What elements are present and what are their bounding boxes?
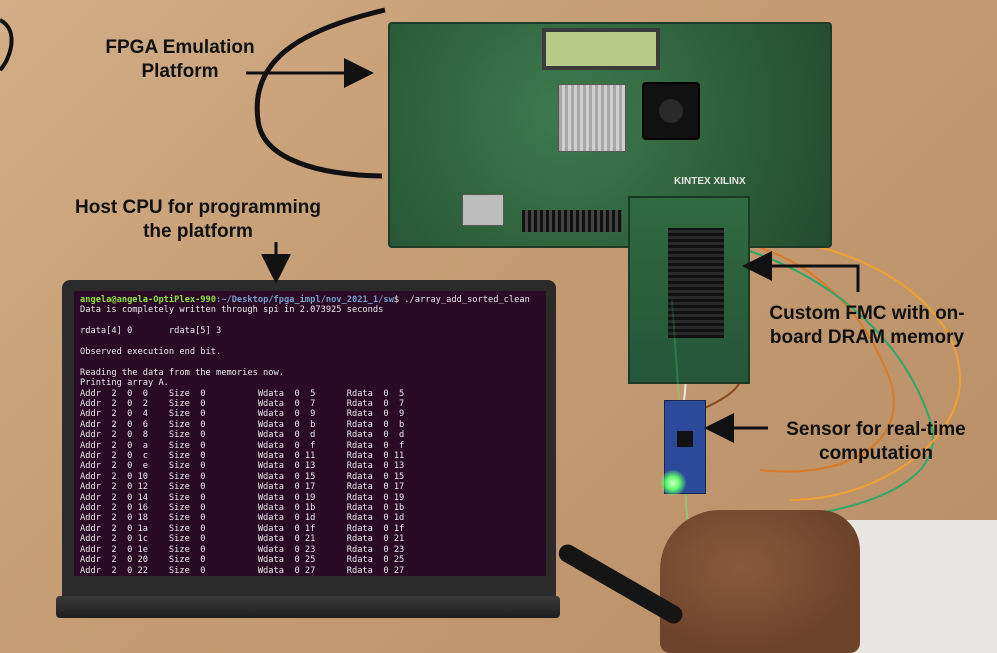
terminal-line: Addr 2 0 10 Size 0 Wdata 0 15 Rdata 0 15 bbox=[80, 471, 405, 482]
laptop-base bbox=[56, 596, 560, 618]
terminal-line: Addr 2 0 a Size 0 Wdata 0 f Rdata 0 f bbox=[80, 440, 405, 451]
fpga-brand-text: KINTEX XILINX bbox=[674, 176, 746, 187]
fmc-pin-header bbox=[668, 228, 724, 338]
label-sensor: Sensor for real-time computation bbox=[764, 418, 988, 466]
terminal-line: Data is completely written through spi i… bbox=[80, 305, 384, 316]
custom-fmc-board bbox=[628, 196, 750, 384]
fpga-board: KINTEX XILINX bbox=[388, 22, 832, 248]
terminal-line: Addr 2 0 1e Size 0 Wdata 0 23 Rdata 0 23 bbox=[80, 544, 405, 555]
label-fpga-line2: Platform bbox=[141, 61, 219, 82]
fpga-chip-label: KINTEX bbox=[674, 176, 711, 187]
terminal-line: Printing array A. bbox=[80, 378, 169, 389]
heatsink bbox=[558, 84, 626, 152]
label-custom-fmc: Custom FMC with on- board DRAM memory bbox=[748, 302, 986, 350]
terminal-line: rdata[4] 0 rdata[5] 3 bbox=[80, 326, 222, 337]
terminal-line: Addr 2 0 1c Size 0 Wdata 0 21 Rdata 0 21 bbox=[80, 534, 405, 545]
terminal-prompt: angela@angela-OptiPlex-990:~/Desktop/fpg… bbox=[80, 295, 540, 305]
terminal-line: Addr 2 0 6 Size 0 Wdata 0 b Rdata 0 b bbox=[80, 419, 405, 430]
terminal-window[interactable]: angela@angela-OptiPlex-990:~/Desktop/fpg… bbox=[74, 291, 546, 576]
label-host-line1: Host CPU for programming bbox=[75, 197, 321, 218]
prompt-path: :~/Desktop/fpga_impl/nov_2021_1/sw bbox=[216, 295, 394, 305]
terminal-line: Addr 2 0 14 Size 0 Wdata 0 19 Rdata 0 19 bbox=[80, 492, 405, 503]
terminal-line: Addr 2 0 0 Size 0 Wdata 0 5 Rdata 0 5 bbox=[80, 388, 405, 399]
terminal-line: Addr 2 0 18 Size 0 Wdata 0 1d Rdata 0 1d bbox=[80, 513, 405, 524]
terminal-output: Data is completely written through spi i… bbox=[80, 305, 540, 576]
terminal-line: Addr 2 0 1a Size 0 Wdata 0 1f Rdata 0 1f bbox=[80, 523, 405, 534]
terminal-line: Reading the data from the memories now. bbox=[80, 367, 284, 378]
label-fpga-line1: FPGA Emulation bbox=[105, 37, 255, 58]
arrow-fmc bbox=[742, 251, 860, 292]
label-fmc-line2: board DRAM memory bbox=[769, 327, 965, 348]
terminal-line: Addr 2 0 20 Size 0 Wdata 0 25 Rdata 0 25 bbox=[80, 555, 405, 566]
green-led bbox=[660, 470, 686, 496]
terminal-line: Addr 2 0 8 Size 0 Wdata 0 d Rdata 0 d bbox=[80, 430, 405, 441]
fmc-connector bbox=[522, 210, 622, 232]
prompt-command: $ ./array_add_sorted_clean bbox=[393, 295, 530, 305]
label-host-line2: the platform bbox=[143, 221, 253, 242]
terminal-line: Observed execution end bit. bbox=[80, 347, 222, 357]
terminal-line: Addr 2 0 e Size 0 Wdata 0 13 Rdata 0 13 bbox=[80, 461, 405, 472]
label-sensor-line2: computation bbox=[819, 443, 933, 464]
cooling-fan bbox=[642, 82, 700, 140]
terminal-line: Addr 2 0 22 Size 0 Wdata 0 27 Rdata 0 27 bbox=[80, 565, 405, 576]
label-host-cpu: Host CPU for programming the platform bbox=[38, 196, 358, 244]
label-fpga-platform: FPGA Emulation Platform bbox=[80, 36, 280, 84]
fpga-brand-label: XILINX bbox=[713, 176, 746, 187]
label-fmc-line1: Custom FMC with on- bbox=[769, 303, 965, 324]
sd-card-slot bbox=[462, 194, 504, 226]
terminal-line: Addr 2 0 4 Size 0 Wdata 0 9 Rdata 0 9 bbox=[80, 409, 405, 420]
terminal-line: Addr 2 0 2 Size 0 Wdata 0 7 Rdata 0 7 bbox=[80, 399, 405, 410]
prompt-user: angela@angela-OptiPlex-990 bbox=[80, 295, 216, 305]
terminal-line: Addr 2 0 c Size 0 Wdata 0 11 Rdata 0 11 bbox=[80, 451, 405, 462]
sensor-chip bbox=[677, 431, 693, 447]
hand bbox=[660, 510, 860, 653]
lcd-display bbox=[542, 28, 660, 70]
terminal-line: Addr 2 0 16 Size 0 Wdata 0 1b Rdata 0 1b bbox=[80, 503, 405, 514]
label-sensor-line1: Sensor for real-time bbox=[786, 419, 966, 440]
terminal-line: Addr 2 0 12 Size 0 Wdata 0 17 Rdata 0 17 bbox=[80, 482, 405, 493]
